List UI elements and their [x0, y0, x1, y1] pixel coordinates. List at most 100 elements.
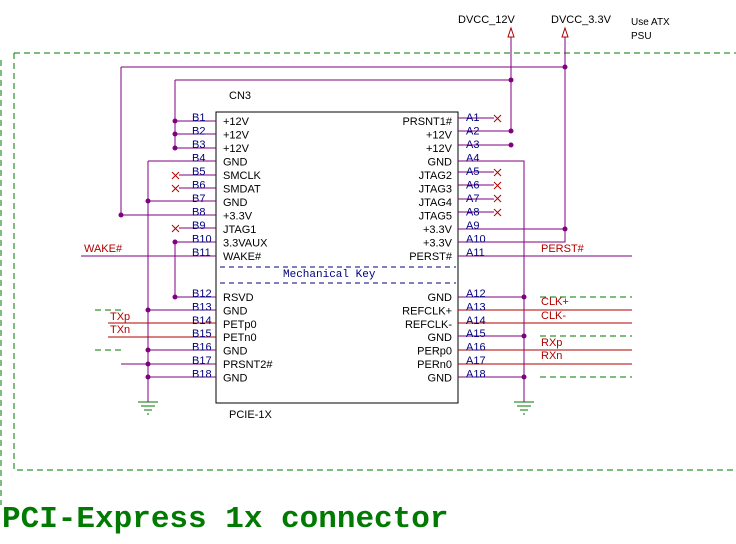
a-pin-number: A3 — [466, 139, 479, 151]
a-pin-number: A11 — [466, 247, 485, 259]
b-pin-name: PETp0 — [223, 319, 257, 331]
b-pin-number: B12 — [192, 288, 212, 300]
b-pin-number: B5 — [192, 166, 205, 178]
b-pin-name: JTAG1 — [223, 224, 256, 236]
wires — [81, 37, 632, 402]
a-pin-name: +3.3V — [423, 238, 453, 250]
a-pin-number: A14 — [466, 315, 486, 327]
dvcc-3v3-arrow — [561, 26, 569, 38]
a-pin-name: REFCLK- — [405, 319, 452, 331]
dvcc-12v-label: DVCC_12V — [458, 14, 516, 26]
b-pin-name: RSVD — [223, 292, 254, 304]
b-pin-name: SMDAT — [223, 184, 261, 196]
b-pin-name: PETn0 — [223, 332, 257, 344]
b-pin-name: +3.3V — [223, 211, 253, 223]
a-pin-name: GND — [428, 292, 453, 304]
b-pin-number: B11 — [192, 247, 211, 259]
b-pin-number: B7 — [192, 193, 205, 205]
a-pin-name: +12V — [426, 143, 453, 155]
a-pin-name: GND — [428, 372, 453, 384]
a-pin-number: A16 — [466, 342, 486, 354]
b-pin-number: B17 — [192, 355, 212, 367]
a-pin-number: A15 — [466, 328, 486, 340]
a-pin-name: +3.3V — [423, 224, 453, 236]
b-pin-name: GND — [223, 372, 248, 384]
junctions — [118, 64, 568, 380]
a-pin-number: A10 — [466, 234, 486, 246]
a-pin-name: JTAG2 — [419, 170, 452, 182]
net-rxp: RXp — [541, 337, 562, 349]
a-pin-number: A2 — [466, 126, 479, 138]
net-clkp: CLK+ — [541, 296, 569, 308]
b-pin-name: +12V — [223, 116, 250, 128]
no-connect-marks — [171, 114, 502, 233]
psu-note-line2: PSU — [631, 31, 652, 42]
a-pin-number: A1 — [466, 112, 479, 124]
dvcc-12v-arrow — [507, 26, 515, 38]
net-perst: PERST# — [541, 243, 585, 255]
nc-stubs — [179, 117, 494, 229]
a-pin-name: PERST# — [409, 251, 453, 263]
b-pin-number: B8 — [192, 207, 205, 219]
a-pin-name: JTAG5 — [419, 211, 452, 223]
a-pin-name: REFCLK+ — [402, 305, 452, 317]
b-pin-number: B18 — [192, 368, 212, 380]
b-pin-number: B3 — [192, 139, 205, 151]
sheet-border — [13, 52, 736, 471]
b-pin-name: +12V — [223, 143, 250, 155]
mechanical-key-label: Mechanical Key — [283, 269, 376, 281]
b-pin-name: 3.3VAUX — [223, 238, 268, 250]
connector-body — [215, 111, 459, 404]
a-pin-name: GND — [428, 157, 453, 169]
b-pin-number: B14 — [192, 315, 212, 327]
a-pin-number: A6 — [466, 180, 479, 192]
a-pin-number: A9 — [466, 220, 479, 232]
power-arrows — [507, 26, 569, 38]
b-pin-name: GND — [223, 305, 248, 317]
b-pin-name: +12V — [223, 130, 250, 142]
signal-wires — [108, 309, 632, 365]
b-pin-name: GND — [223, 157, 248, 169]
refdes-label: CN3 — [229, 90, 251, 102]
a-pin-name: +12V — [426, 130, 453, 142]
b-pin-name: GND — [223, 197, 248, 209]
unconnected-stubs — [95, 296, 632, 378]
ground-symbol-right — [514, 401, 534, 415]
a-pin-number: A17 — [466, 355, 486, 367]
net-clkn: CLK- — [541, 310, 566, 322]
a-pin-number: A7 — [466, 193, 479, 205]
b-pin-name: PRSNT2# — [223, 359, 273, 371]
part-label: PCIE-1X — [229, 409, 272, 421]
psu-note-line1: Use ATX — [631, 17, 670, 28]
net-txp: TXp — [110, 311, 130, 323]
a-pin-name: JTAG4 — [419, 197, 452, 209]
a-pin-name: GND — [428, 332, 453, 344]
b-pin-number: B13 — [192, 301, 212, 313]
a-side-pins: A1PRSNT1#A2+12VA3+12VA4GNDA5JTAG2A6JTAG3… — [402, 112, 485, 384]
a-pin-name: PRSNT1# — [402, 116, 452, 128]
b-pin-number: B2 — [192, 126, 205, 138]
b-pin-number: B4 — [192, 153, 205, 165]
b-pin-number: B10 — [192, 234, 212, 246]
dvcc-3v3-label: DVCC_3.3V — [551, 14, 612, 26]
a-pin-number: A5 — [466, 166, 479, 178]
a-pin-number: A4 — [466, 153, 479, 165]
a-pin-number: A12 — [466, 288, 486, 300]
a-pin-name: PERp0 — [417, 346, 452, 358]
net-rxn: RXn — [541, 350, 562, 362]
a-pin-number: A18 — [466, 368, 486, 380]
a-pin-number: A8 — [466, 207, 479, 219]
page-title: PCI-Express 1x connector — [2, 502, 448, 537]
b-pin-number: B15 — [192, 328, 212, 340]
ground-symbol-left — [138, 401, 158, 415]
net-txn: TXn — [110, 324, 130, 336]
b-pin-name: GND — [223, 346, 248, 358]
b-pin-number: B6 — [192, 180, 205, 192]
a-pin-name: PERn0 — [417, 359, 452, 371]
b-pin-number: B16 — [192, 342, 212, 354]
b-pin-name: SMCLK — [223, 170, 262, 182]
b-pin-number: B9 — [192, 220, 205, 232]
